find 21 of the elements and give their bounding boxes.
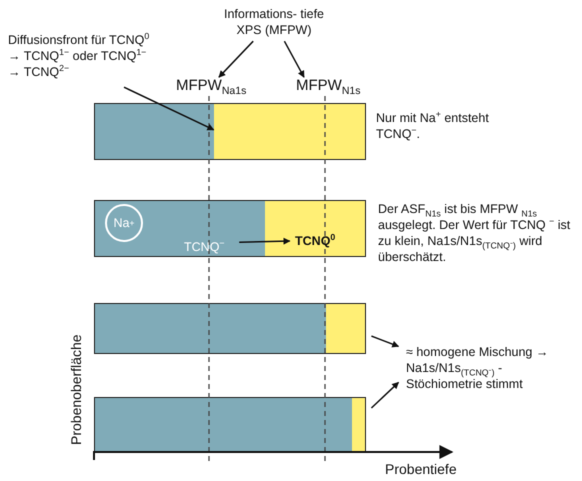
arrow (284, 40, 305, 78)
annotation-text: Informations- tiefe XPS (MFPW) (222, 6, 326, 38)
note-text: Der ASF$_{N1s}$ ist bis MFPW $_{N1s}$ ausgelegt. Der Wert für TCNQ $^{−}$ ist zu klein, Na1s/N1s$_{(TCNQ⁻)}$ wird überschätzt. (378, 201, 572, 265)
annotation-text: Diffusionsfront für TCNQ$^{0}$ → TCNQ$^{1−}$ oder TCNQ$^{1−}$ → TCNQ$^{2−}$ (8, 32, 153, 80)
annotation-text: ≈ homogene Mischung → Na1s/N1s$_{(TCNQ⁻)}$ -Stöchiometrie stimmt (406, 344, 556, 392)
arrow (218, 40, 254, 78)
ion-label: TCNQ$^{−}$ (184, 239, 230, 255)
layer-bar (94, 303, 366, 354)
note-text: Nur mit Na$^{+}$ entsteht TCNQ$^{−}$. (376, 110, 490, 142)
axis-label: Probenoberfläche (68, 334, 84, 445)
axis-label: Probentiefe (385, 461, 457, 477)
depth-label: MFPW$_{Na1s}$ (176, 78, 254, 94)
arrow (371, 335, 400, 348)
layer-bar (94, 200, 366, 257)
layer-bar (94, 397, 366, 452)
layer-bar (94, 103, 366, 160)
arrow (124, 86, 214, 130)
ion-label: TCNQ$^{0}$ (295, 233, 347, 249)
arrow (239, 238, 290, 245)
arrow (370, 382, 400, 409)
depth-label: MFPW$_{N1s}$ (296, 78, 376, 94)
